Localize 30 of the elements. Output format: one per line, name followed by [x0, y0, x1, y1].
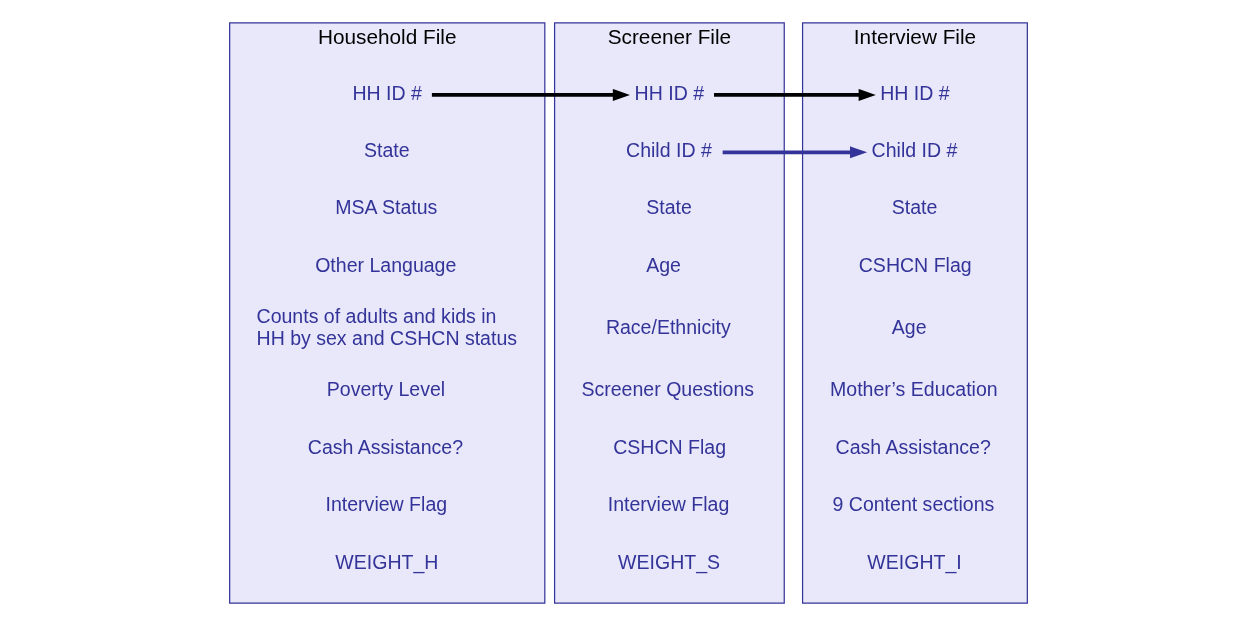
node-text: Interview Flag	[325, 493, 448, 516]
node-text: MSA Status	[335, 196, 438, 219]
arrow	[431, 88, 630, 101]
node-text: Cash Assistance?	[835, 435, 991, 458]
node-text: Race/Ethnicity	[605, 316, 731, 339]
node-text: Age	[646, 253, 681, 276]
node-text: Age	[891, 316, 927, 339]
node-text: HH ID #	[352, 81, 422, 104]
node-text: WEIGHT_I	[867, 550, 962, 573]
node-text: 9 Content sections	[832, 493, 995, 516]
node-text: Counts of adults and kids in HH by sex and CSHCN status	[256, 305, 518, 350]
node-text: State	[646, 196, 692, 219]
node-text: Cash Assistance?	[307, 435, 464, 458]
node-text: HH ID #	[634, 81, 705, 104]
node-text: Mother’s Education	[830, 378, 998, 401]
node-text: WEIGHT_H	[335, 550, 439, 573]
node-text: Child ID #	[871, 139, 958, 162]
node-text: Other Language	[315, 253, 457, 276]
node-text: WEIGHT_S	[618, 550, 721, 573]
arrow	[714, 88, 876, 101]
arrow	[722, 146, 868, 159]
node-text: State	[891, 196, 938, 219]
node-text: Interview Flag	[607, 493, 730, 516]
node-text: Poverty Level	[326, 378, 446, 401]
node-text: State	[364, 139, 410, 162]
node-text: HH ID #	[880, 81, 950, 104]
node-text: CSHCN Flag	[613, 435, 727, 458]
node-text: Screener Questions	[581, 378, 755, 401]
node-text: Child ID #	[626, 139, 712, 162]
node-text: CSHCN Flag	[858, 253, 972, 276]
